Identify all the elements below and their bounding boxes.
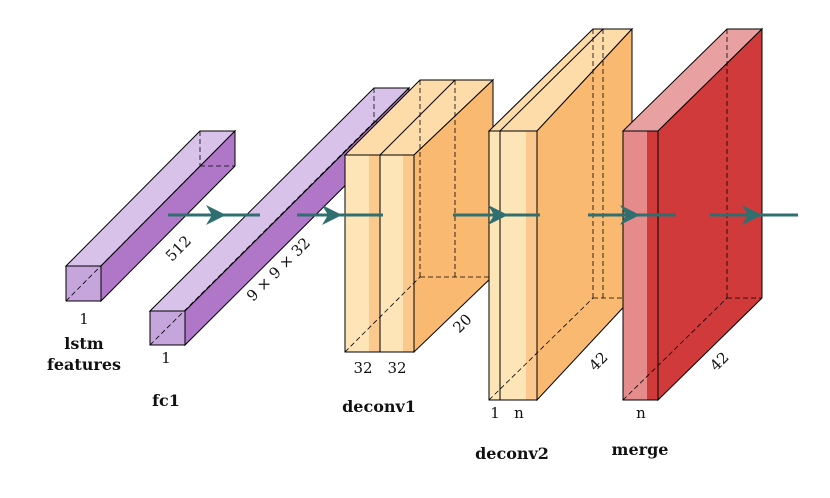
deconv2-block — [487, 27, 634, 402]
deconv1-front-a-light — [345, 155, 369, 352]
lstm-name-line2: features — [47, 355, 121, 374]
arrow-head-lstm-fc1 — [206, 205, 226, 225]
deconv2-name: deconv2 — [475, 444, 549, 463]
fc1-name: fc1 — [152, 391, 180, 410]
deconv1-width-a-label: 32 — [353, 359, 372, 377]
fc1-height-label: 1 — [161, 349, 171, 367]
deconv2-width-b-label: n — [514, 404, 524, 422]
lstm-height-label: 1 — [79, 310, 89, 328]
merge-width-label: n — [636, 404, 646, 422]
deconv2-front-b-light — [500, 131, 526, 400]
deconv2-width-a-label: 1 — [490, 404, 500, 422]
arrow-head-fc1-deconv1 — [322, 205, 342, 225]
deconv1-front-a-dark — [369, 155, 380, 352]
connection-arrows — [168, 205, 798, 225]
deconv1-width-b-label: 32 — [387, 359, 406, 377]
deconv2-depth-label: 42 — [585, 348, 611, 374]
merge-front-light — [623, 131, 647, 400]
deconv1-front-b-light — [380, 155, 403, 352]
deconv2-front-a — [489, 131, 500, 400]
deconv2-front-b-dark — [526, 131, 537, 400]
deconv1-front-b-dark — [403, 155, 414, 352]
merge-front-dark — [647, 131, 658, 400]
merge-depth-label: 42 — [706, 348, 732, 374]
lstm-name-line1: lstm — [64, 334, 103, 353]
arrow-head-deconv2-merge — [620, 205, 640, 225]
deconv1-name: deconv1 — [342, 397, 416, 416]
arrow-head-merge-output — [742, 205, 762, 225]
merge-name: merge — [612, 440, 669, 459]
arrow-head-deconv1-deconv2 — [488, 205, 508, 225]
lstm-depth-label: 512 — [162, 232, 195, 265]
